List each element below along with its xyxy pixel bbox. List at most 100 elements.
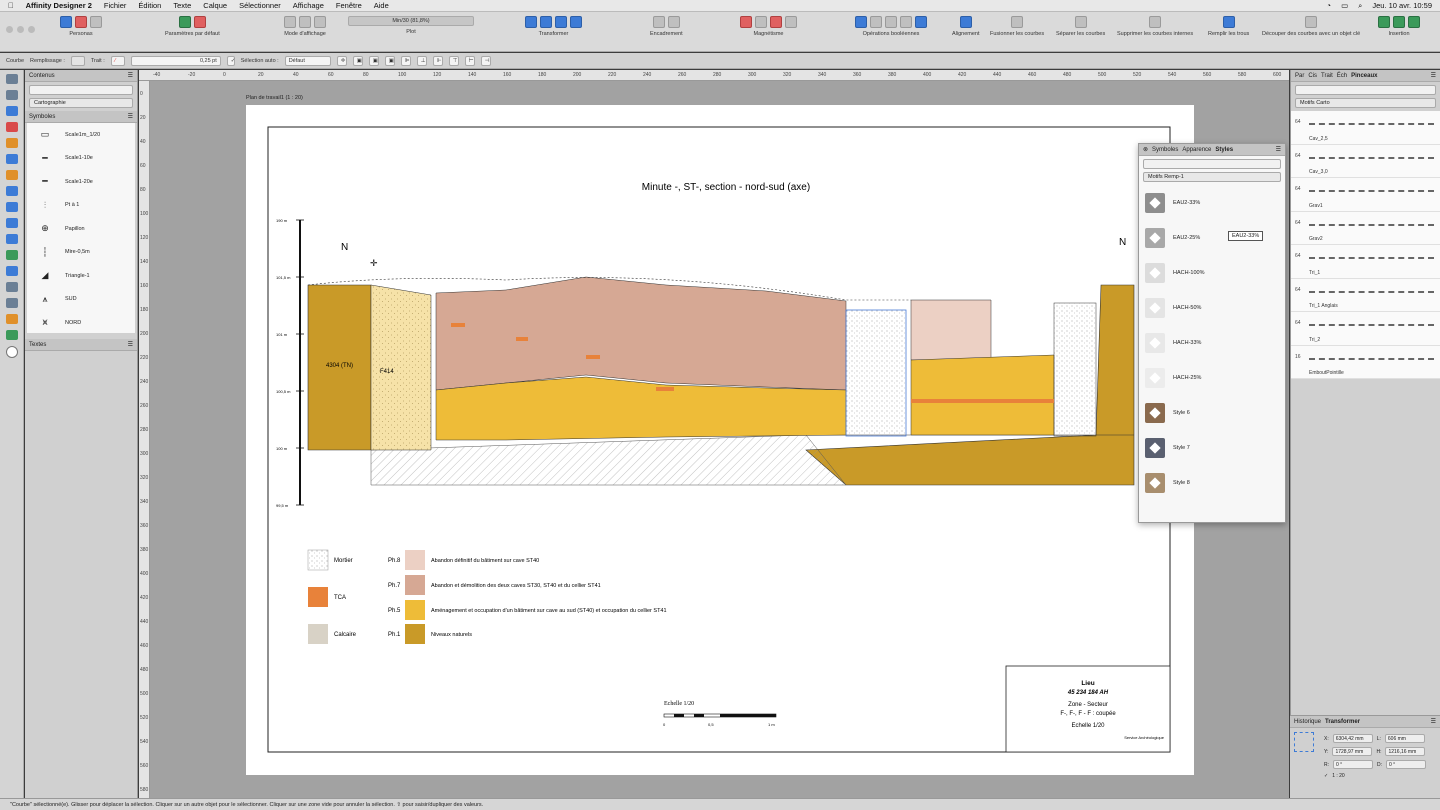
eyedropper-tool-icon[interactable] bbox=[5, 314, 18, 324]
shape-tool-icon[interactable] bbox=[5, 202, 18, 212]
symbols-menu-icon[interactable]: ☰ bbox=[127, 114, 133, 120]
battery-icon[interactable]: ▭ bbox=[1341, 1, 1349, 10]
transparency-tool-icon[interactable] bbox=[5, 186, 18, 196]
rotation-field[interactable]: 0 ° bbox=[1333, 760, 1373, 769]
fill-holes-icon[interactable] bbox=[1222, 16, 1235, 28]
style-item[interactable]: HACH-100% bbox=[1139, 255, 1285, 290]
pencil-tool-icon[interactable] bbox=[5, 138, 18, 148]
fill-swatch[interactable] bbox=[70, 55, 85, 66]
rotate-right-icon[interactable] bbox=[570, 16, 582, 28]
magnet-options-icon[interactable] bbox=[755, 16, 767, 28]
stroke-swatch[interactable]: ⁄ bbox=[110, 55, 125, 66]
close-window-button[interactable] bbox=[6, 26, 13, 33]
tab-transform[interactable]: Transformer bbox=[1325, 718, 1361, 725]
assets-category-dropdown[interactable]: Cartographie bbox=[29, 98, 133, 108]
boolean-intersect-icon[interactable] bbox=[885, 16, 897, 28]
menu-texte[interactable]: Texte bbox=[167, 1, 191, 10]
pixel-persona-icon[interactable] bbox=[75, 16, 87, 28]
crop-tool-icon[interactable] bbox=[5, 282, 18, 292]
separate-curves-icon[interactable] bbox=[1074, 16, 1087, 28]
close-panel-icon[interactable]: ⊗ bbox=[1143, 147, 1149, 153]
apple-icon[interactable]:  bbox=[8, 1, 14, 10]
texts-section-header[interactable]: Textes☰ bbox=[25, 339, 137, 351]
move-tool-icon[interactable] bbox=[5, 74, 18, 84]
y-field[interactable]: 1728,97 mm bbox=[1332, 747, 1373, 756]
symbol-item[interactable]: ▭Scale1m_1/20 bbox=[27, 123, 135, 147]
insert-behind-icon[interactable] bbox=[1393, 16, 1405, 28]
boolean-subtract-icon[interactable] bbox=[870, 16, 882, 28]
bbox-icon[interactable]: ▣ bbox=[352, 55, 363, 66]
rotate-left-icon[interactable] bbox=[555, 16, 567, 28]
brushes-category-dropdown[interactable]: Motifs Carto bbox=[1295, 98, 1436, 108]
corner-tool-icon[interactable] bbox=[5, 106, 18, 116]
insert-inside-icon[interactable] bbox=[1378, 16, 1390, 28]
symbol-item[interactable]: ◢Triangle-1 bbox=[27, 264, 135, 288]
vector-brush-icon[interactable] bbox=[5, 154, 18, 164]
brushes-search-input[interactable] bbox=[1295, 85, 1436, 95]
magnet-icon[interactable] bbox=[740, 16, 752, 28]
tab-par[interactable]: Par bbox=[1295, 72, 1305, 79]
defaults-icon[interactable] bbox=[178, 16, 191, 28]
ellipse-tool-icon[interactable] bbox=[5, 218, 18, 228]
view-mode-retina-icon[interactable] bbox=[314, 16, 326, 28]
contents-tab[interactable]: Contenus☰ bbox=[25, 70, 137, 82]
align-left-icon[interactable]: ⊫ bbox=[400, 55, 411, 66]
styles-search-input[interactable] bbox=[1143, 159, 1281, 169]
menu-fenetre[interactable]: Fenêtre bbox=[330, 1, 362, 10]
boolean-xor-icon[interactable] bbox=[900, 16, 912, 28]
view-mode-vector-icon[interactable] bbox=[284, 16, 296, 28]
menubar-clock[interactable]: Jeu. 10 avr. 10:59 bbox=[1372, 1, 1432, 10]
star-tool-icon[interactable] bbox=[5, 234, 18, 244]
fill-tool-icon[interactable] bbox=[5, 170, 18, 180]
align-right-icon[interactable]: ⊩ bbox=[432, 55, 443, 66]
remove-inner-curves-icon[interactable] bbox=[1149, 16, 1162, 28]
tab-styles[interactable]: Styles bbox=[1215, 146, 1234, 153]
tab-trait[interactable]: Trait bbox=[1321, 72, 1333, 79]
autoselect-dropdown[interactable]: Défaut bbox=[284, 55, 331, 66]
symbol-item[interactable]: ⊕Papillon bbox=[27, 217, 135, 241]
pen-tool-icon[interactable] bbox=[5, 122, 18, 132]
styles-category-dropdown[interactable]: Motifs Remp-1 bbox=[1143, 172, 1281, 182]
wifi-icon[interactable]: ◔ bbox=[1326, 1, 1332, 10]
style-item[interactable]: EAU2-33% bbox=[1139, 185, 1285, 220]
symbol-item[interactable]: ⩙NORD bbox=[27, 311, 135, 335]
transform-origin-icon[interactable]: ✛ bbox=[336, 55, 347, 66]
flip-horizontal-icon[interactable] bbox=[525, 16, 537, 28]
merge-curves-icon[interactable] bbox=[1011, 16, 1024, 28]
tab-history[interactable]: Historique bbox=[1294, 718, 1322, 725]
symbol-item[interactable]: ⫶Pt à 1 bbox=[27, 194, 135, 218]
style-item[interactable]: HACH-50% bbox=[1139, 290, 1285, 325]
zoom-window-button[interactable] bbox=[28, 26, 35, 33]
h-field[interactable]: 1216,16 mm bbox=[1385, 747, 1426, 756]
flip-vertical-icon[interactable] bbox=[540, 16, 552, 28]
tab-ech[interactable]: Éch bbox=[1336, 72, 1348, 79]
insert-top-icon[interactable] bbox=[1408, 16, 1420, 28]
anchor-selector-icon[interactable] bbox=[1294, 732, 1314, 752]
w-field[interactable]: 606 mm bbox=[1384, 734, 1425, 743]
transform-menu-icon[interactable]: ☰ bbox=[1430, 719, 1436, 725]
autoselect-checkbox[interactable]: ✓ bbox=[226, 55, 235, 66]
symbol-item[interactable]: ━Scale1-10e bbox=[27, 147, 135, 171]
align-center-icon[interactable]: ⊥ bbox=[416, 55, 427, 66]
assets-search-input[interactable] bbox=[29, 85, 133, 95]
menu-aide[interactable]: Aide bbox=[368, 1, 389, 10]
tab-cis[interactable]: Cis bbox=[1308, 72, 1318, 79]
texts-menu-icon[interactable]: ☰ bbox=[127, 342, 133, 348]
stroke-width-field[interactable]: 0,25 pt bbox=[130, 55, 221, 66]
document-canvas[interactable]: Plan de travail1 (1 : 20) Minute -, ST-,… bbox=[150, 81, 1289, 798]
symbol-item[interactable]: ━Scale1-20e bbox=[27, 170, 135, 194]
style-item[interactable]: Style 7 bbox=[1139, 430, 1285, 465]
align-icon[interactable] bbox=[959, 16, 972, 28]
shear-field[interactable]: 0 ° bbox=[1386, 760, 1426, 769]
artboard[interactable]: Minute -, ST-, section - nord-sud (axe) … bbox=[246, 105, 1194, 775]
style-item[interactable]: HACH-33% bbox=[1139, 325, 1285, 360]
bbox-alt-icon[interactable]: ▣ bbox=[368, 55, 379, 66]
